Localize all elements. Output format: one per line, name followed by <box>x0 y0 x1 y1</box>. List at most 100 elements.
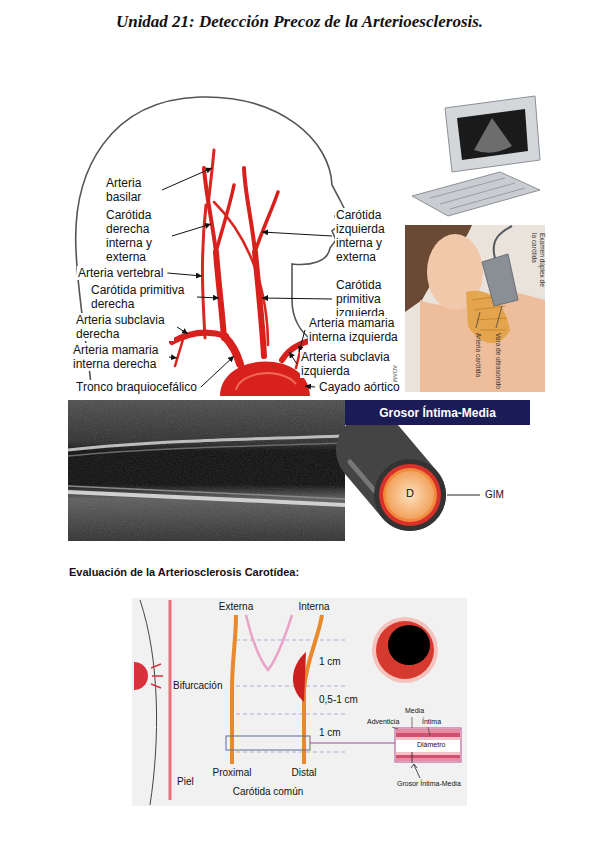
artery-label: Arteria mamaria interna derecha <box>72 343 166 371</box>
intima-band <box>396 752 460 755</box>
diagram-label: Externa <box>218 601 254 613</box>
artery-label: Cayado aórtico <box>318 380 401 394</box>
photo-caption: Examen dúplex de la carótida <box>531 232 546 294</box>
ultrasound-beam <box>151 664 163 688</box>
ultrasound-probe <box>482 254 518 306</box>
artery-label: Arteria mamaria interna izquierda <box>308 316 402 344</box>
artery-label: Arteria subclavia derecha <box>75 313 174 341</box>
detail-link <box>310 742 395 743</box>
device-scan-image <box>474 118 512 153</box>
diagram-label: Bifurcación <box>172 680 223 692</box>
artery-label: Carótida izquierda interna y externa <box>335 208 399 264</box>
bifurcation-inner-wall <box>246 615 292 670</box>
media-ring <box>379 464 441 526</box>
measure-label: D <box>405 487 415 500</box>
leader-line <box>447 495 480 496</box>
vessel-wall <box>68 443 345 456</box>
diagram-label: Media <box>404 707 425 715</box>
skin-line <box>169 600 172 800</box>
diagram-label: 1 cm <box>318 656 342 668</box>
artery-label: Carótida primitiva izquierda <box>335 278 399 320</box>
diagram-label: Interna <box>297 601 330 613</box>
diagram-label: Proximal <box>212 767 253 779</box>
intima-ring <box>383 468 437 522</box>
leader-arrow <box>172 224 211 236</box>
diagram-label: Íntima <box>421 718 442 726</box>
neck-skin <box>420 288 545 392</box>
diagram-label: Distal <box>290 767 317 779</box>
cross-section-wall <box>376 621 434 679</box>
adventitia-ring <box>374 459 446 531</box>
leader-arrow <box>305 386 315 387</box>
leader-arrow <box>299 330 305 352</box>
diagram-panel <box>132 598 467 806</box>
leader-arrow <box>201 356 234 387</box>
artery-label: Carótida derecha interna y externa <box>105 208 169 264</box>
artery-tube <box>350 450 480 531</box>
diagram-label: 0,5-1 cm <box>318 694 359 706</box>
carotid-artery <box>244 168 255 252</box>
page-title: Unidad 21: Detección Precoz de la Arteri… <box>0 12 599 32</box>
band-title: Grosor Íntima-Media <box>379 406 496 420</box>
leader-arrow <box>169 357 177 358</box>
device-base <box>412 172 540 216</box>
brachiocephalic-trunk <box>224 336 240 364</box>
leader-arrow <box>162 168 212 190</box>
adventitia-band <box>396 758 460 761</box>
wall-detail-frame <box>395 728 461 762</box>
intima-band <box>396 737 460 740</box>
mammary-artery <box>175 336 184 366</box>
device-screen-housing <box>445 96 540 172</box>
diagram-label: Adventicia <box>366 718 400 726</box>
watermark: ADAM <box>391 364 398 392</box>
carotid-artery <box>204 168 216 252</box>
measurement-box <box>226 736 310 750</box>
cross-section-lumen <box>388 625 430 665</box>
ultrasound-probe <box>134 662 148 690</box>
ultrasound-grain <box>68 400 345 541</box>
subclavian-artery <box>172 333 226 342</box>
leader-arrow <box>262 298 332 299</box>
aortic-arch <box>220 361 310 396</box>
vessel-wall <box>68 492 345 505</box>
carotid-diagram <box>132 598 467 806</box>
plaque <box>293 652 306 702</box>
leader-arrow <box>197 297 219 298</box>
diagram-label: Diámetro <box>416 741 446 749</box>
cross-section-outer <box>372 617 438 683</box>
carotid-artery <box>255 192 278 252</box>
measure-label: GIM <box>484 489 505 501</box>
section-heading: Evaluación de la Arteriosclerosis Carotí… <box>68 566 300 579</box>
carotid-wall <box>232 615 236 764</box>
device-keys <box>430 178 525 209</box>
lumen <box>386 471 434 519</box>
ultrasound-ground <box>68 400 345 541</box>
artery-label: Arteria subclavia izquierda <box>300 350 399 378</box>
leader-arrow <box>262 232 332 236</box>
carotid-artery <box>255 252 264 356</box>
diagram-label: 1 cm <box>318 727 342 739</box>
vertebral-artery <box>202 205 206 338</box>
diagram-label: Piel <box>176 776 195 788</box>
photo-caption: Arteria carótida <box>474 332 482 394</box>
carotid-artery <box>216 252 224 338</box>
aortic-arch-highlight <box>236 373 296 390</box>
diagram-label: Grosor Íntima-Media <box>396 780 462 788</box>
ultrasound-device <box>412 96 540 216</box>
media-band <box>396 755 460 758</box>
artery-label: Arteria vertebral <box>77 266 164 280</box>
leader-line <box>476 306 502 328</box>
media-band <box>396 733 460 737</box>
ultrasound-image <box>68 400 345 541</box>
artery-label: Carótida primitiva derecha <box>90 283 194 311</box>
leader-arrow <box>289 352 297 364</box>
adventitia-band <box>396 729 460 733</box>
leader-arrow <box>177 327 188 334</box>
device-display <box>457 109 528 160</box>
artery-label: Tronco braquiocefálico <box>75 380 198 394</box>
artery-label: Arteria basilar <box>105 176 159 204</box>
probe-curve <box>140 600 157 805</box>
carotid-artery <box>216 185 234 252</box>
header-band: Grosor Íntima-Media <box>345 400 530 425</box>
